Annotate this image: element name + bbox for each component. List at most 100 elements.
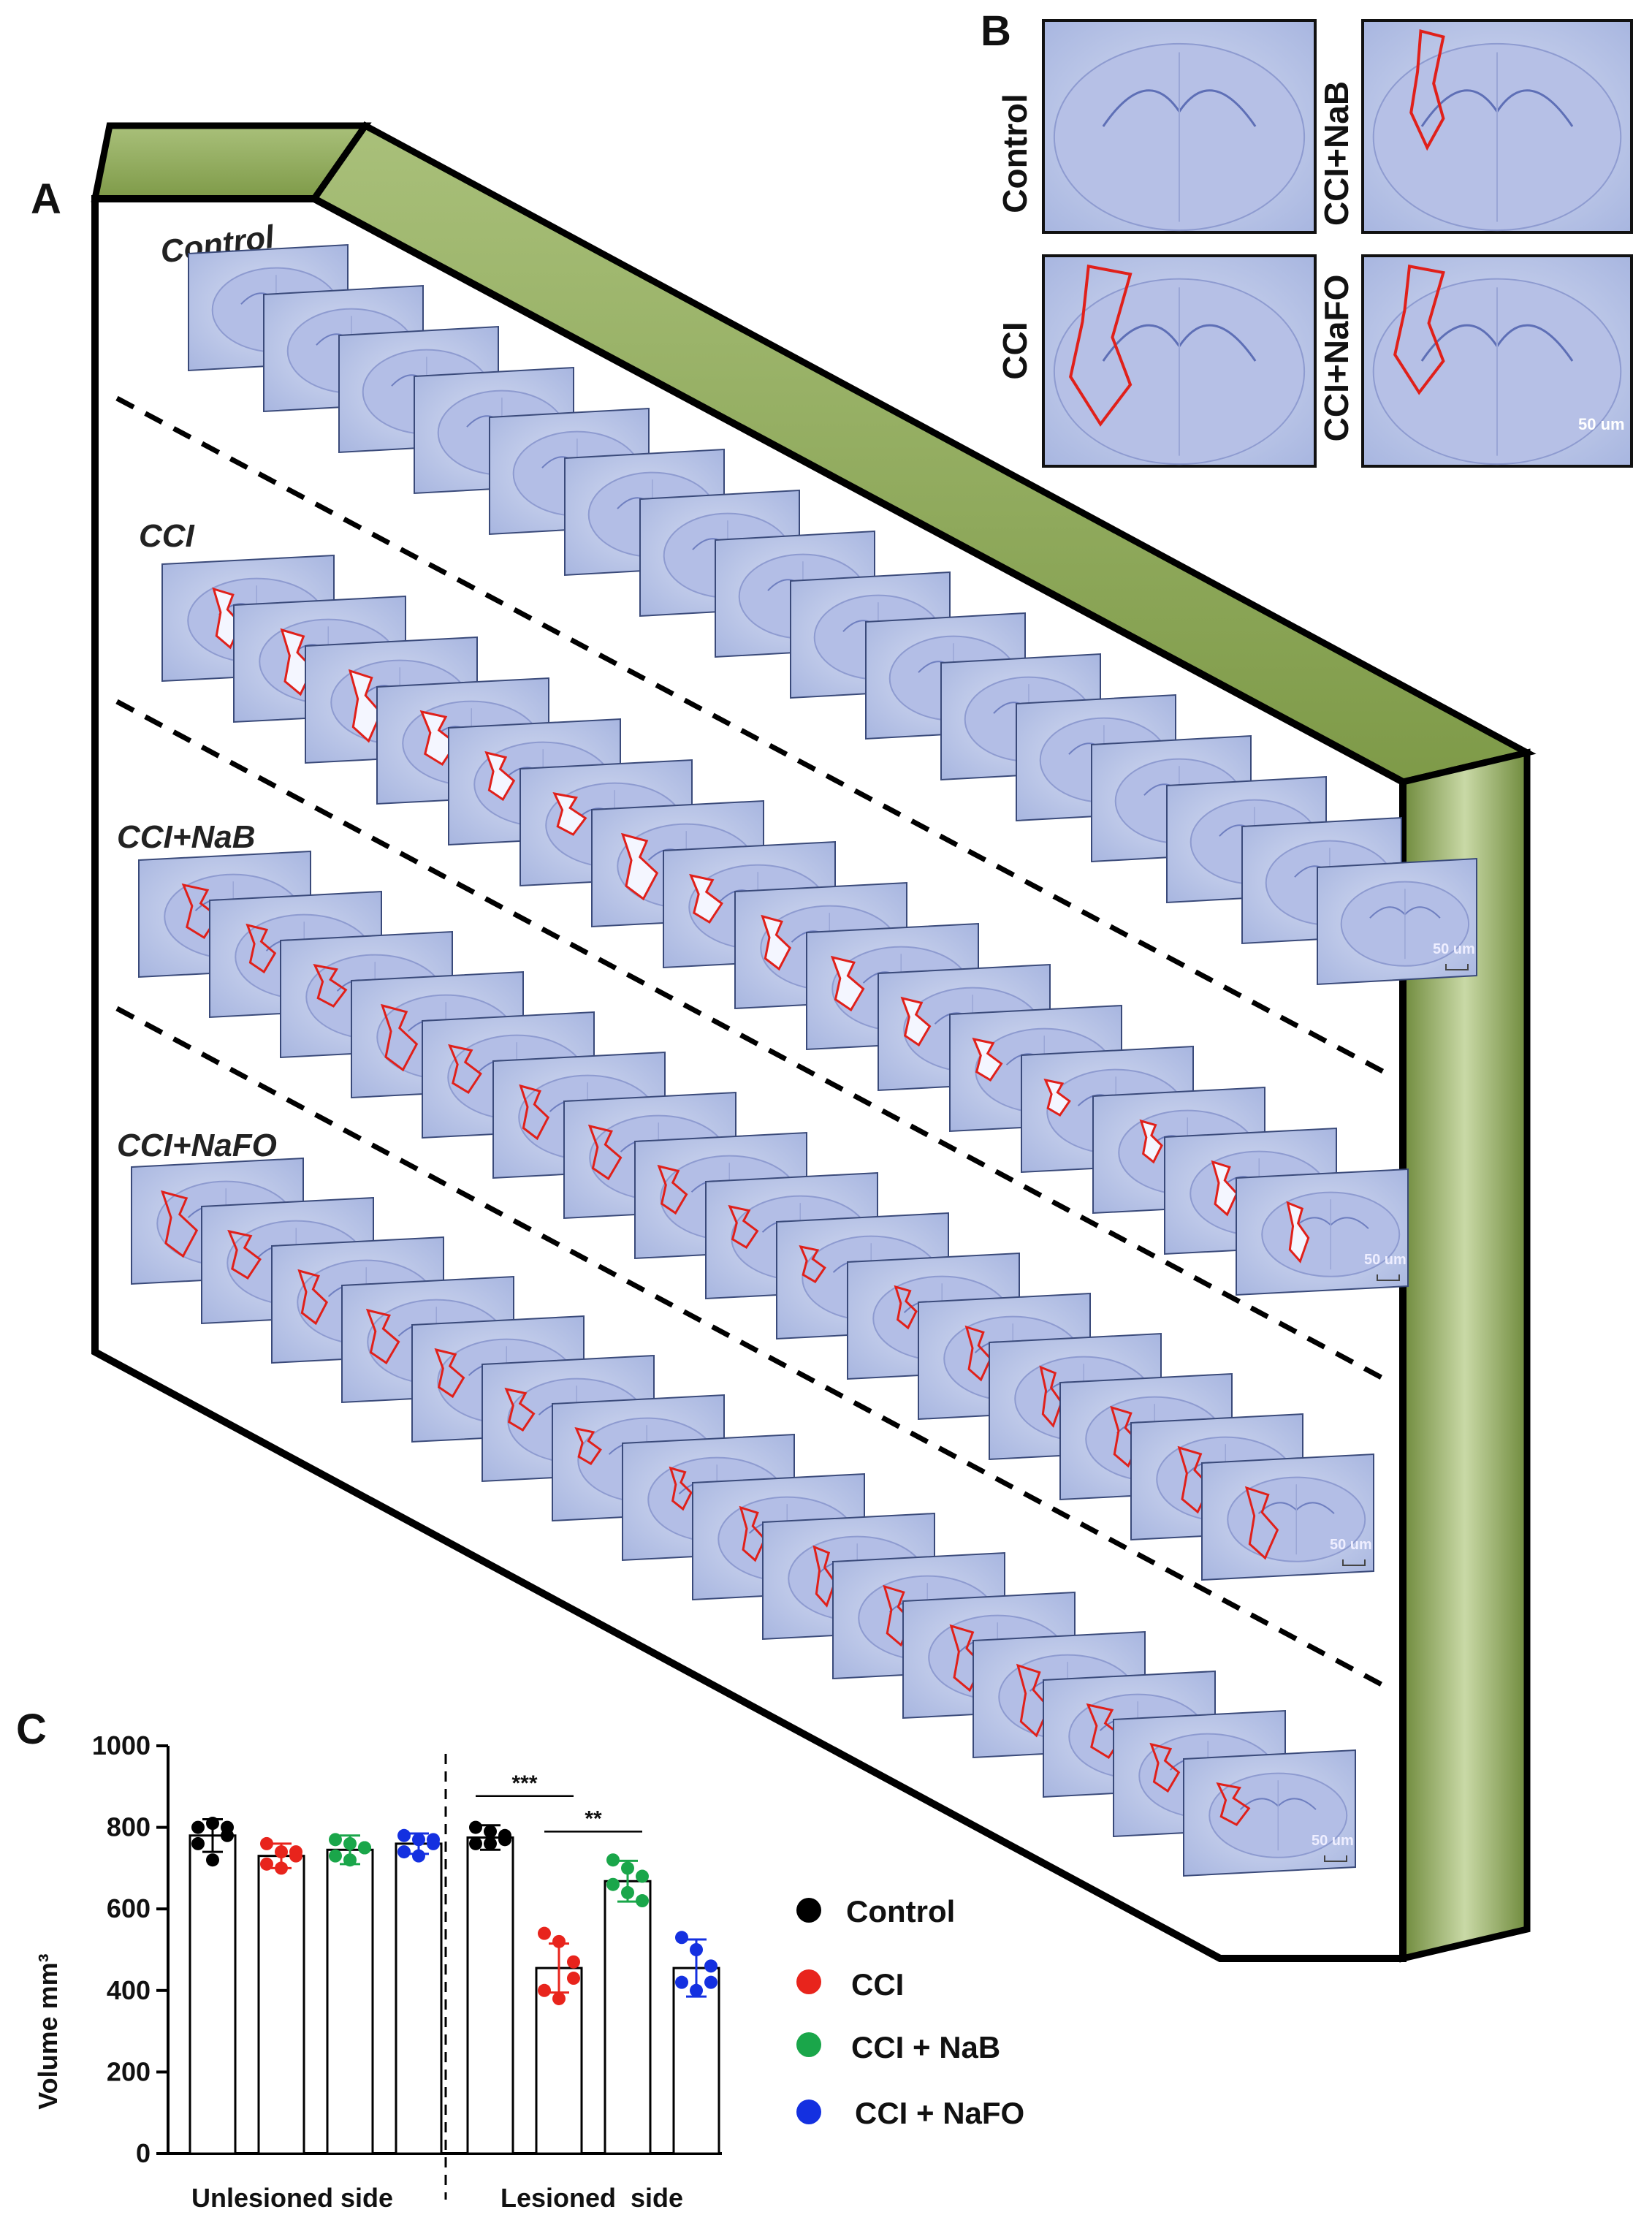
lesion-outline [799, 1244, 826, 1283]
data-point [343, 1853, 357, 1867]
data-point [469, 1836, 482, 1850]
data-point [690, 1983, 703, 1997]
data-point [636, 1894, 649, 1908]
brain-slice: 50 um [1317, 857, 1477, 986]
lesion-outline [1409, 28, 1445, 151]
significance-label: *** [511, 1771, 537, 1796]
bar [466, 1836, 514, 2155]
box-front-face [91, 195, 1407, 1962]
lesion-outline [894, 1285, 918, 1330]
panel-b: B Control CCI+NaB CCI CCI+NaFO 50 um [981, 7, 1633, 468]
legend-marker-cci-nab [796, 2032, 821, 2057]
lesion-outline [964, 1325, 992, 1382]
lesion-outline [227, 1229, 262, 1280]
lesion-outline [812, 1545, 837, 1608]
legend-label-cci-nafo: CCI + NaFO [855, 2096, 1024, 2130]
lesion-outline [739, 1505, 766, 1562]
data-point [484, 1825, 497, 1839]
bar [257, 1855, 305, 2155]
group-label-cci-nafo: CCI+NaFO [117, 1128, 277, 1163]
data-point [498, 1828, 511, 1842]
panel-c: C Volume mm³ Unlesioned side Lesioned si… [16, 1706, 1024, 2213]
scale-bar-label: 50 um [1433, 941, 1475, 957]
b-label-control: Control [996, 94, 1034, 213]
panel-b-image [1042, 19, 1317, 234]
lesion-outline [657, 1164, 688, 1215]
lesion-outline [448, 1044, 482, 1095]
data-point [275, 1845, 288, 1859]
data-point [484, 1836, 497, 1850]
data-point [358, 1841, 371, 1855]
group-label-cci: CCI [139, 518, 195, 554]
slice-group: 50 um [138, 850, 1374, 1581]
slice-group: 50 um [131, 1157, 1356, 1877]
data-point [704, 1975, 717, 1989]
lesion-outline [900, 996, 932, 1047]
y-axis-label: Volume mm³ [33, 1953, 63, 2109]
legend: Control CCI CCI + NaB CCI + NaFO [796, 1894, 1024, 2130]
lesion-outline [160, 1190, 199, 1258]
slice-group: 50 um [188, 243, 1477, 986]
y-tick-label: 800 [107, 1812, 151, 1842]
scale-bar [1342, 1559, 1366, 1566]
brain-slice: 50 um [1201, 1453, 1374, 1581]
lesion-outline [1216, 1782, 1251, 1826]
data-point [329, 1849, 342, 1863]
y-tick-label: 1000 [92, 1730, 151, 1760]
hippocampus-arc [1277, 1798, 1317, 1810]
lesion-outline [1211, 1160, 1238, 1217]
lesion-outline [1139, 1119, 1163, 1164]
panel-b-image [1361, 254, 1633, 468]
lesion-outline [972, 1037, 1003, 1082]
legend-label-control: Control [846, 1894, 955, 1928]
data-point [412, 1833, 425, 1847]
data-point [567, 1972, 580, 1985]
data-point [412, 1849, 425, 1863]
data-point [690, 1943, 703, 1956]
scale-bar-label: 50 um [1364, 1252, 1407, 1268]
data-point [427, 1833, 440, 1847]
data-point [538, 1983, 551, 1997]
data-point [704, 1959, 717, 1973]
lesion-outline [761, 914, 792, 971]
panel-b-image [1361, 19, 1633, 234]
data-point [206, 1853, 219, 1867]
data-point [469, 1820, 482, 1834]
legend-marker-cci [796, 1969, 821, 1994]
bar [326, 1848, 374, 2155]
slice-group: 50 um [161, 554, 1409, 1296]
scale-bar [1377, 1274, 1400, 1281]
data-point [275, 1861, 288, 1875]
lesion-outline [313, 963, 348, 1008]
lesion-outline [519, 1084, 550, 1141]
data-point [260, 1857, 273, 1871]
group-divider [115, 1006, 1390, 1691]
brain-slice: 50 um [1236, 1168, 1409, 1296]
data-point [191, 1836, 205, 1850]
scale-bar [1324, 1855, 1347, 1862]
data-point [567, 1955, 580, 1969]
bar [189, 1834, 237, 2155]
data-point [636, 1869, 649, 1883]
panel-b-letter: B [981, 7, 1011, 55]
data-point [221, 1820, 234, 1834]
lesion-outline [504, 1387, 536, 1432]
hippocampus-arc [1404, 906, 1441, 919]
group-divider [115, 699, 1390, 1384]
legend-marker-control [796, 1898, 821, 1923]
panel-b-images [1042, 19, 1633, 468]
lesion-outline [620, 832, 659, 901]
bar [672, 1966, 720, 2155]
x-group-label-lesioned: Lesioned side [500, 2183, 683, 2213]
lesion-outline [365, 1308, 400, 1365]
scale-bar-label: 50 um [1312, 1833, 1354, 1849]
lesion-outline [1043, 1078, 1071, 1117]
b-label-cci-nafo: CCI+NaFO [1317, 275, 1355, 442]
data-point [538, 1926, 551, 1940]
data-point [397, 1828, 411, 1842]
x-group-label-unlesioned: Unlesioned side [191, 2183, 393, 2213]
lesion-outline [1286, 1201, 1310, 1264]
